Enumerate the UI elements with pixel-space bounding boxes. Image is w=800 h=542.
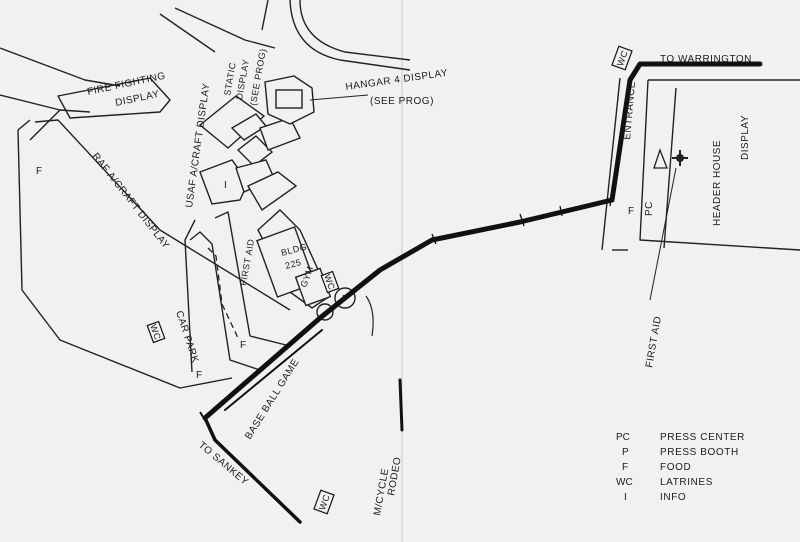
- food-marker-runway: F: [36, 166, 43, 177]
- legend-code-1: P: [622, 447, 629, 458]
- bldg-number-label: 225: [284, 257, 303, 271]
- rodeo-label: RODEO: [386, 456, 404, 496]
- header-house-label: HEADER HOUSE: [712, 140, 723, 226]
- entrance-label: ENTRANCE: [622, 81, 638, 141]
- wc-marker-car-park: WC: [146, 320, 166, 344]
- main-road: [199, 61, 763, 524]
- press-center-marker: PC: [644, 201, 655, 216]
- legend-code-0: PC: [616, 432, 630, 443]
- food-marker-south: F: [196, 370, 203, 381]
- static-see-prog-label: (SEE PROG): [248, 47, 268, 106]
- static-display-area: [198, 95, 301, 167]
- legend-code-4: I: [624, 492, 627, 503]
- wc-marker-gym: WC: [320, 270, 340, 294]
- legend-label-3: LATRINES: [660, 477, 713, 488]
- info-marker: I: [224, 180, 227, 191]
- food-marker-gym: F: [342, 294, 349, 305]
- fire-fighting-area: [57, 77, 171, 119]
- wc-marker-entrance: WC: [611, 45, 633, 71]
- header-house-display-label: DISPLAY: [740, 115, 751, 160]
- legend-label-2: FOOD: [660, 462, 691, 473]
- legend-label-0: PRESS CENTER: [660, 432, 745, 443]
- food-marker-entrance: F: [628, 206, 635, 217]
- header-house-area: [601, 77, 800, 301]
- food-marker-car-park: F: [240, 340, 247, 351]
- runway-outlines: [0, 0, 411, 389]
- legend: PC PRESS CENTER P PRESS BOOTH F FOOD WC …: [616, 432, 745, 503]
- hangar-4-label: HANGAR 4 DISPLAY: [345, 68, 449, 93]
- legend-code-2: F: [622, 462, 628, 473]
- hangar-4-see-prog-label: (SEE PROG): [370, 96, 434, 107]
- wc-marker-sankey: WC: [313, 489, 335, 515]
- first-aid-west-label: FIRST AID: [238, 238, 256, 286]
- raf-display-label: RAF A/CRAFT DISPLAY: [90, 151, 172, 251]
- hangar-4: [264, 75, 369, 125]
- first-aid-east-label: FIRST AID: [644, 315, 664, 368]
- legend-label-1: PRESS BOOTH: [660, 447, 739, 458]
- to-warrington-label: TO WARRINGTON: [660, 54, 752, 65]
- car-park-label: CAR PARK: [173, 310, 200, 365]
- fire-fighting-display-label: DISPLAY: [114, 89, 160, 109]
- legend-label-4: INFO: [660, 492, 686, 503]
- usaf-display-area: [199, 159, 298, 212]
- legend-code-3: WC: [616, 477, 633, 488]
